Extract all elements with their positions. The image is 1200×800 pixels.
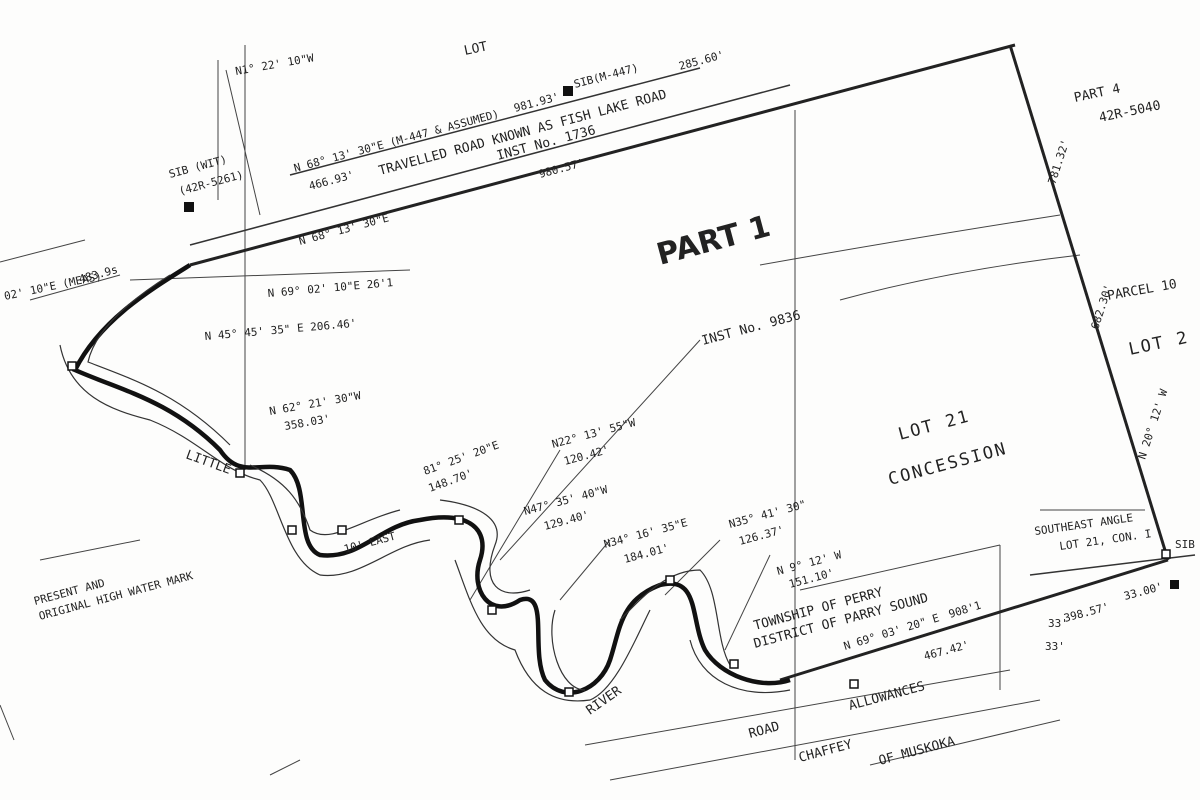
distance-467: 467.42'	[922, 638, 970, 663]
bearing-n62-len: 358.03'	[283, 412, 331, 433]
distance-33b: 33.00'	[1122, 580, 1164, 603]
parcel-label: PARCEL 10	[1106, 277, 1178, 304]
distance-466: 466.93'	[307, 168, 355, 193]
part-4-ref: 42R-5040	[1098, 98, 1162, 126]
distance-781: 781.32'	[1045, 138, 1072, 186]
bearing-n20: N 20° 12' W	[1135, 387, 1170, 461]
sib-right-label: SIB	[1175, 538, 1195, 551]
lot-21-label: LOT 21	[896, 407, 972, 445]
part-4-label: PART 4	[1073, 81, 1122, 105]
distance-682: 682.30'	[1088, 283, 1115, 331]
distance-285: 285.60'	[677, 48, 725, 73]
river-high-water-mark	[71, 263, 791, 695]
distance-33c: 33'	[1045, 640, 1065, 653]
survey-marker-sib-wit	[184, 202, 194, 212]
lot-2-label: LOT 2	[1127, 328, 1191, 360]
distance-33a: 33'	[1048, 617, 1068, 630]
bearing-n34-len: 184.01'	[622, 541, 670, 566]
distance-398: 398.57'	[1062, 600, 1110, 625]
traverse-stations	[67, 361, 1171, 697]
east-label: 10' EAST	[342, 530, 397, 556]
inst-9836-label: INST No. 9836	[700, 308, 802, 349]
road-allowances-label: ALLOWANCES	[847, 679, 926, 714]
bearing-n22: N22° 13' 55"W	[550, 416, 637, 451]
concession-label: CONCESSION	[886, 439, 1009, 490]
bearing-n1: N1° 22' 10"W	[234, 51, 315, 78]
river-inner-bank	[87, 274, 731, 691]
part-1-label: PART 1	[653, 209, 774, 273]
bearing-n68-main: N 68° 13' 30"E	[297, 211, 390, 248]
bearing-n45: N 45° 45' 35" E 206.46'	[204, 317, 357, 343]
bearing-n34: N34° 16' 35"E	[602, 516, 689, 551]
parcel-boundary	[189, 43, 1170, 682]
road-word-label: ROAD	[747, 719, 781, 742]
distance-980: 980.57'	[537, 156, 585, 181]
construction-lines	[0, 45, 1145, 781]
survey-marker-southeast	[1170, 580, 1179, 589]
chaffey-label: CHAFFEY	[797, 737, 854, 766]
lot-top-label: LOT	[463, 39, 489, 59]
muskoka-label: OF MUSKOKA	[877, 734, 957, 769]
bearing-n47-len: 129.40'	[542, 508, 590, 533]
bearing-n35: N35° 41' 30"	[727, 498, 807, 531]
bearing-n69-02: N 69° 02' 10"E 26'1	[267, 276, 393, 300]
river-outer-bank	[59, 344, 791, 702]
little-label: LITTLE	[184, 448, 233, 478]
survey-marker-sib-m447	[563, 86, 573, 96]
